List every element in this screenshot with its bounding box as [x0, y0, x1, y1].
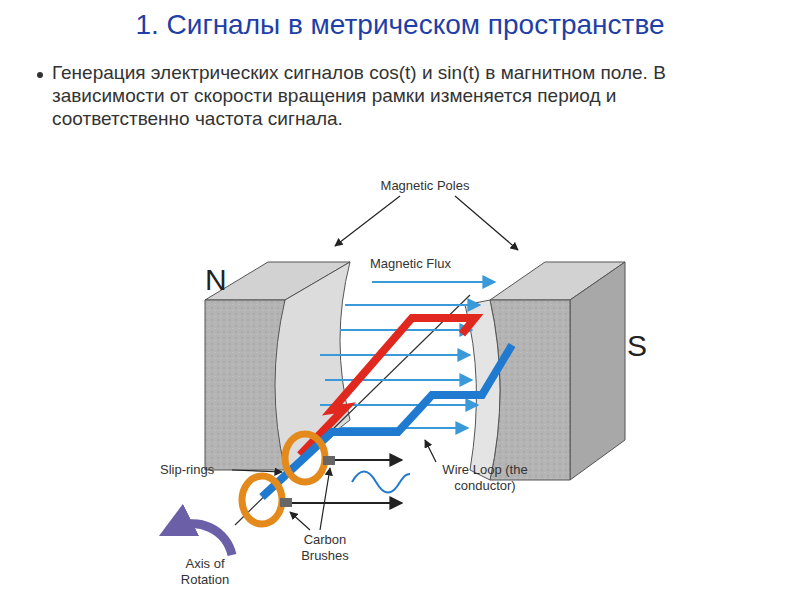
- pole-letter: N: [205, 262, 245, 298]
- part-label: Slip-rings: [160, 462, 232, 478]
- south-pole: [465, 262, 625, 480]
- slide-title: 1. Сигналы в метрическом пространстве: [40, 8, 760, 42]
- bullet: [37, 72, 43, 78]
- rotation-arrow: [175, 524, 232, 555]
- pole-letter: S: [627, 328, 667, 364]
- slip-ring: [285, 434, 325, 482]
- part-label: Magnetic Flux: [368, 256, 453, 272]
- part-label: Carbon Brushes: [290, 532, 360, 563]
- part-label: Wire Loop (the conductor): [425, 462, 545, 493]
- output-lead: [292, 502, 402, 504]
- part-label: Axis of Rotation: [170, 556, 240, 587]
- output-lead: [335, 459, 402, 461]
- bullet-text: Генерация электрических сигналов cos(t) …: [52, 62, 752, 130]
- carbon-brush: [280, 498, 292, 507]
- part-label: Magnetic Poles: [360, 178, 490, 194]
- slip-ring: [242, 476, 282, 524]
- sine-wave: [352, 472, 410, 493]
- carbon-brush: [323, 456, 335, 465]
